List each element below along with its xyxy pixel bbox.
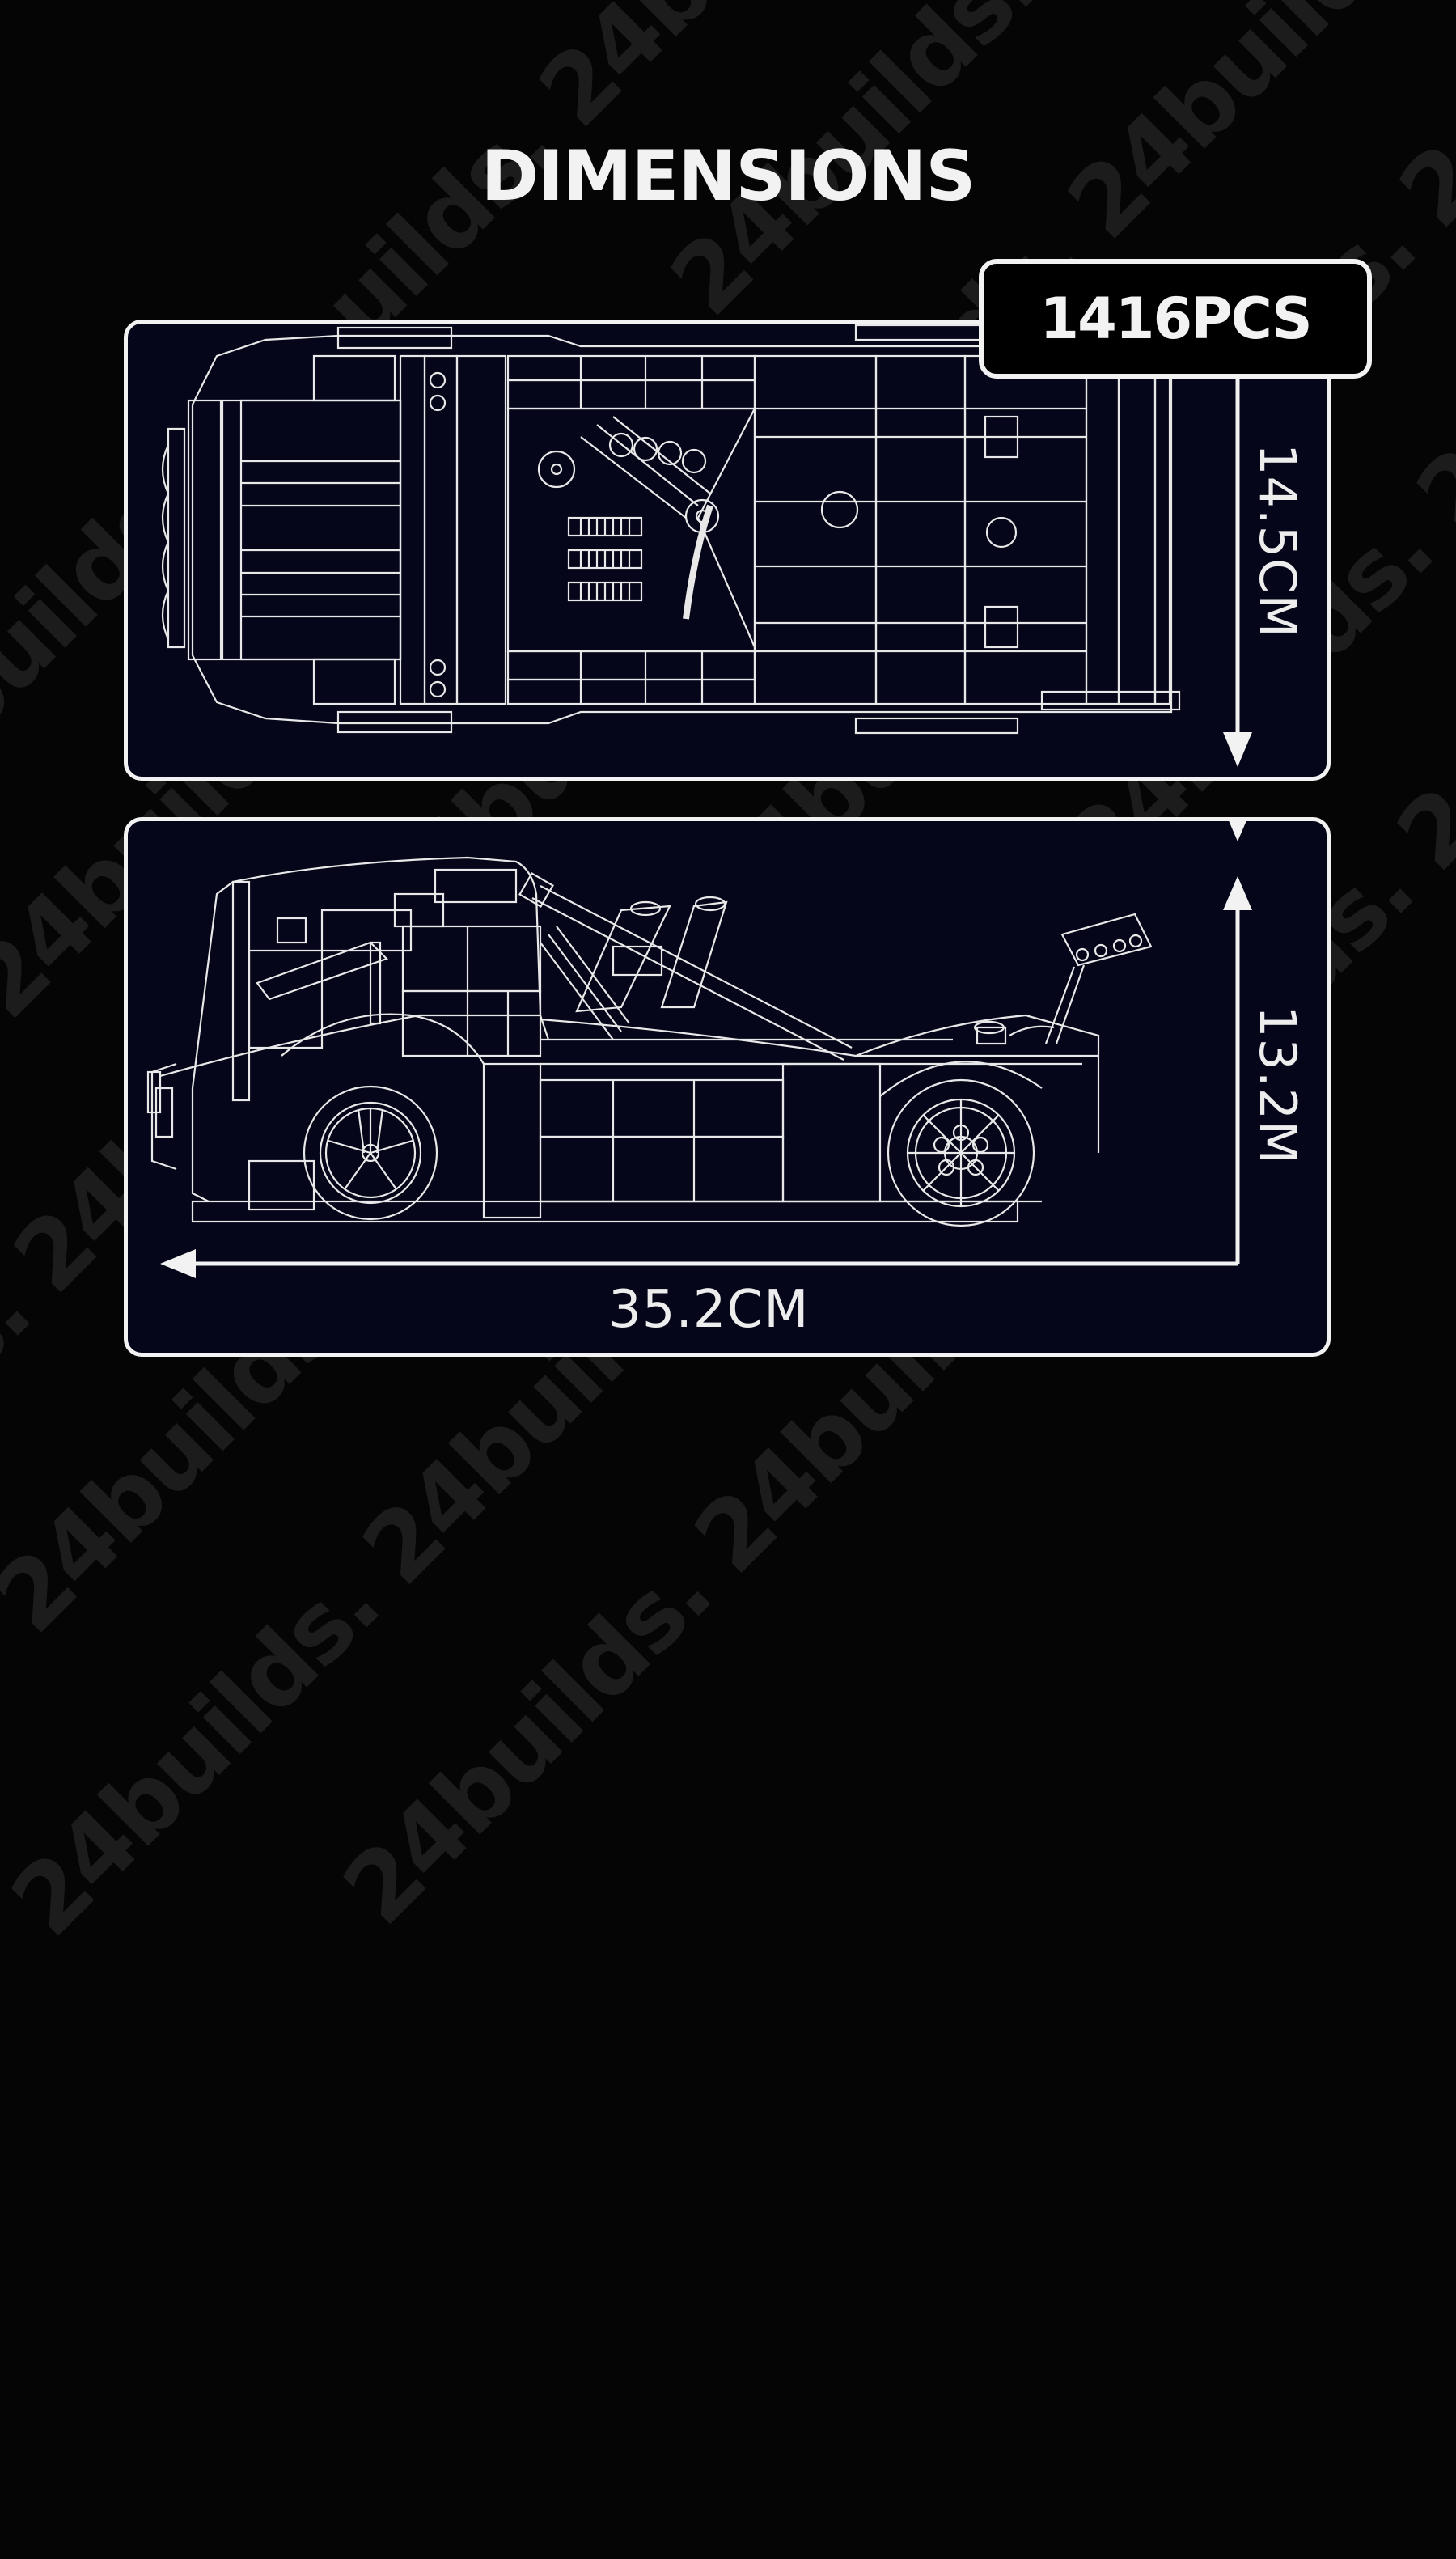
length-dimension-label: 35.2CM xyxy=(608,1280,810,1340)
arrow-down-icon xyxy=(1228,819,1247,841)
car-top-view-drawing xyxy=(161,324,1181,735)
side-view-panel xyxy=(124,817,1331,1357)
height-arrow xyxy=(182,898,1240,1266)
width-dimension-label: 14.5CM xyxy=(1248,443,1307,638)
car-side-view-drawing xyxy=(146,856,1153,1227)
arrow-up-icon xyxy=(1223,876,1252,910)
page-title: DIMENSIONS xyxy=(480,136,976,217)
top-view-panel xyxy=(124,320,1331,781)
height-dimension-label: 13.2M xyxy=(1248,1006,1307,1165)
arrow-down-icon xyxy=(1223,732,1252,767)
piece-count-badge: 1416PCS xyxy=(979,259,1372,379)
dimension-arrows xyxy=(160,379,1252,1278)
arrow-left-icon xyxy=(160,1249,196,1278)
